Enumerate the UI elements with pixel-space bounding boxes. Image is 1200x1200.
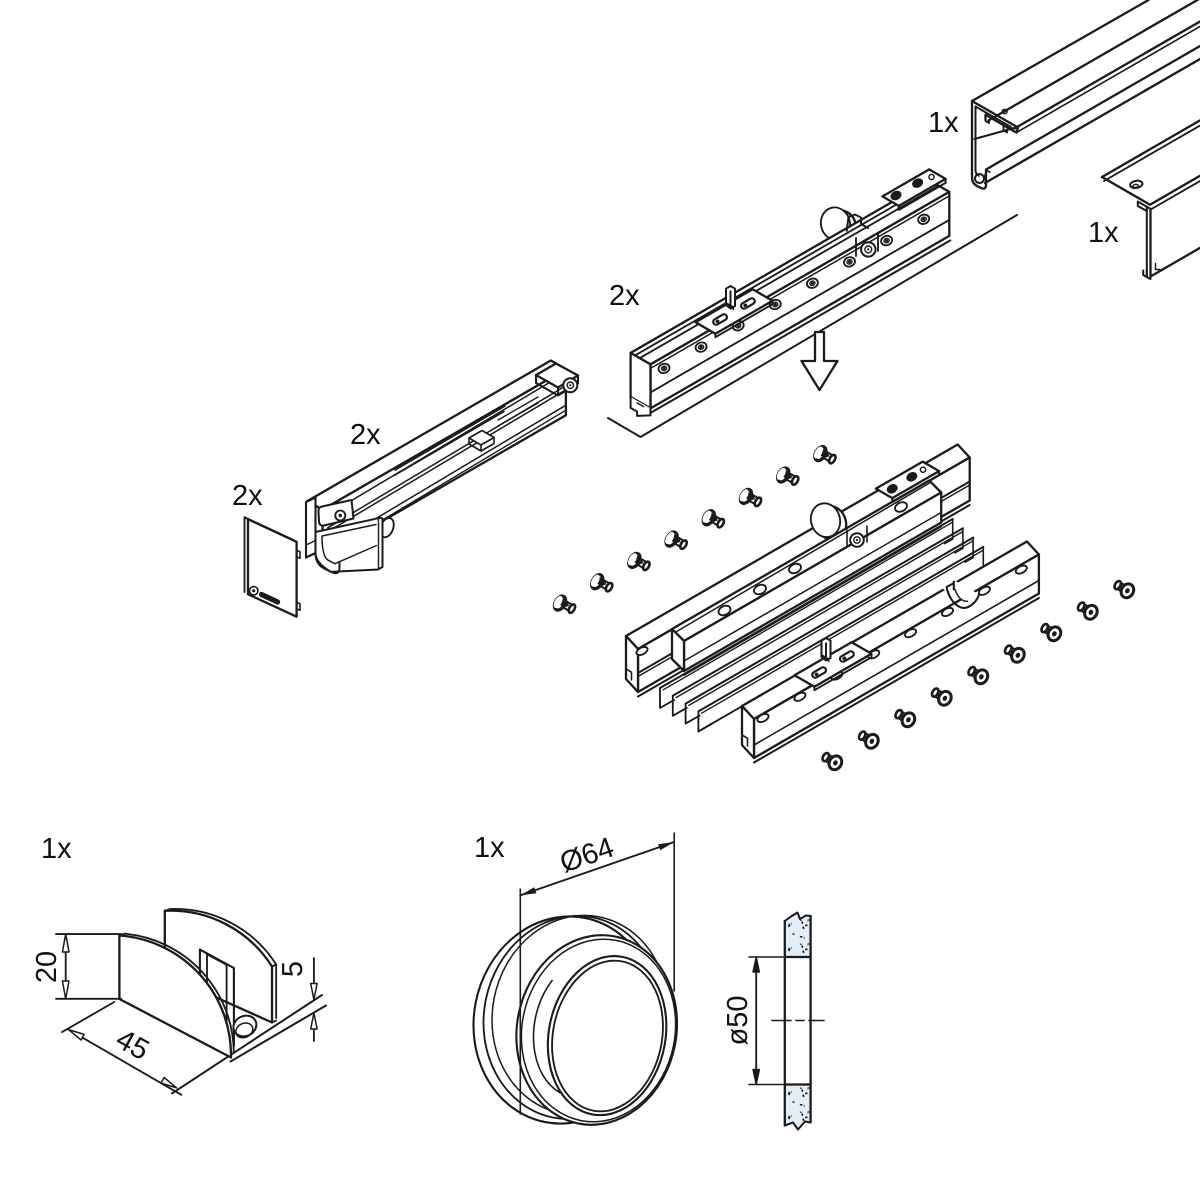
svg-text:1x: 1x (1088, 217, 1119, 249)
svg-text:1x: 1x (928, 107, 959, 139)
svg-text:2x: 2x (609, 280, 640, 312)
svg-text:1x: 1x (474, 832, 505, 864)
svg-text:20: 20 (31, 951, 63, 983)
svg-text:ø50: ø50 (722, 996, 754, 1046)
svg-text:2x: 2x (232, 480, 263, 512)
svg-text:5: 5 (277, 961, 309, 977)
svg-text:1x: 1x (41, 833, 72, 865)
svg-text:2x: 2x (350, 419, 381, 451)
